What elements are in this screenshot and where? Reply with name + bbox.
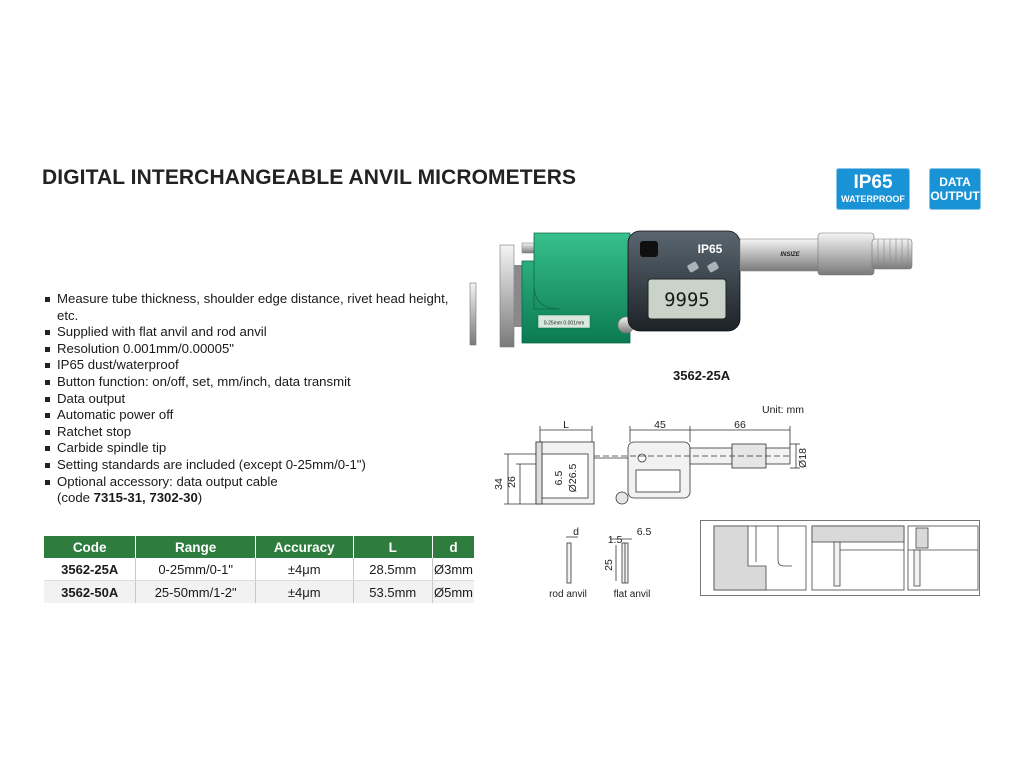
feature-item-accessory: Optional accessory: data output cable (c… [44, 474, 464, 507]
feature-list: Measure tube thickness, shoulder edge di… [44, 291, 464, 507]
thimble [817, 232, 875, 276]
function-button [707, 261, 719, 273]
setting-standard-rod [469, 282, 477, 346]
feature-item: Data output [44, 391, 464, 408]
cell-accuracy: ±4μm [255, 580, 354, 603]
application-tube-thickness [713, 525, 807, 591]
display-button [640, 241, 658, 257]
badge-ip-sub: WATERPROOF [841, 194, 905, 204]
sleeve [739, 238, 823, 272]
function-button [687, 261, 699, 273]
cell-accuracy: ±4μm [255, 558, 354, 581]
data-output-badge: DATA OUTPUT [929, 168, 981, 210]
application-shoulder-edge [811, 525, 905, 591]
dim-45: 45 [654, 419, 666, 431]
anvil-detail-drawing: d 1.5 6.5 25 rod anvil flat anvil [549, 526, 652, 600]
model-label: 3562-25A [673, 368, 731, 383]
page-title: DIGITAL INTERCHANGEABLE ANVIL MICROMETER… [42, 166, 577, 189]
dim-diameter-18: Ø18 [797, 448, 809, 468]
brand-mark: INSIZE [780, 252, 800, 258]
cell-code: 3562-50A [44, 580, 137, 603]
dim-34: 34 [493, 478, 505, 490]
ip65-waterproof-badge: IP65 WATERPROOF [836, 168, 910, 210]
micrometer-illustration: 0-25mm 0.001mm IP65 9995 INSIZE [469, 230, 913, 348]
accessory-suffix: ) [197, 490, 203, 506]
feature-item: Supplied with flat anvil and rod anvil [44, 324, 464, 341]
application-diagrams [700, 520, 980, 596]
col-l-header: L [353, 536, 434, 558]
col-accuracy-header: Accuracy [255, 536, 354, 558]
application-rivet-head [907, 525, 979, 591]
dim-25: 25 [603, 559, 615, 571]
unit-label: Unit: mm [762, 404, 804, 416]
rod-anvil-caption: rod anvil [549, 589, 587, 600]
feature-item: Ratchet stop [44, 424, 464, 441]
col-code-header: Code [44, 536, 137, 558]
technical-drawing: L 45 66 34 26 6.5 Ø26.5 Ø18 [493, 419, 809, 505]
badge-data-line2: OUTPUT [930, 189, 980, 203]
accessory-prefix: (code [57, 490, 94, 506]
feature-item: Carbide spindle tip [44, 440, 464, 457]
col-d-header: d [432, 536, 474, 558]
spec-table: Code Range Accuracy L d 3562-25A 0-25mm/… [44, 536, 474, 603]
table-header-row: Code Range Accuracy L d [44, 536, 474, 558]
dim-6-5: 6.5 [553, 471, 565, 486]
ratchet-knurl [877, 239, 909, 269]
lcd-screen [647, 278, 727, 320]
cell-code: 3562-25A [44, 558, 137, 581]
cell-l: 53.5mm [353, 580, 434, 603]
dim-1-5: 1.5 [608, 534, 623, 546]
accessory-line1: Optional accessory: data output cable [57, 473, 278, 489]
dim-diameter-26-5: Ø26.5 [567, 464, 579, 493]
feature-item: Measure tube thickness, shoulder edge di… [44, 291, 464, 324]
feature-item: Resolution 0.001mm/0.00005" [44, 341, 464, 358]
anvil-plate [499, 244, 515, 348]
cell-range: 0-25mm/0-1" [135, 558, 256, 581]
dim-l: L [563, 419, 569, 431]
frame-marking: 0-25mm 0.001mm [544, 321, 585, 327]
feature-item: Button function: on/off, set, mm/inch, d… [44, 374, 464, 391]
anvil-holder [514, 265, 522, 327]
feature-item: IP65 dust/waterproof [44, 357, 464, 374]
badge-ip-main: IP65 [853, 172, 893, 193]
table-row: 3562-50A 25-50mm/1-2" ±4μm 53.5mm Ø5mm [44, 580, 474, 603]
badge-data-line1: DATA [939, 175, 971, 189]
feature-item: Setting standards are included (except 0… [44, 457, 464, 474]
display-ip-label: IP65 [698, 242, 723, 256]
accessory-codes: 7315-31, 7302-30 [93, 490, 198, 506]
dim-26: 26 [506, 476, 518, 488]
cell-l: 28.5mm [353, 558, 434, 581]
dim-66: 66 [734, 419, 746, 431]
cell-d: Ø3mm [432, 558, 474, 581]
dim-6-5-flat: 6.5 [637, 526, 652, 538]
flat-anvil-caption: flat anvil [614, 589, 651, 600]
frame-label-plate [537, 314, 591, 329]
col-range-header: Range [135, 536, 256, 558]
dim-d: d [573, 526, 579, 538]
cell-d: Ø5mm [432, 580, 474, 603]
cell-range: 25-50mm/1-2" [135, 580, 256, 603]
table-row: 3562-25A 0-25mm/0-1" ±4μm 28.5mm Ø3mm [44, 558, 474, 581]
feature-item: Automatic power off [44, 407, 464, 424]
lcd-reading: 9995 [664, 289, 710, 311]
